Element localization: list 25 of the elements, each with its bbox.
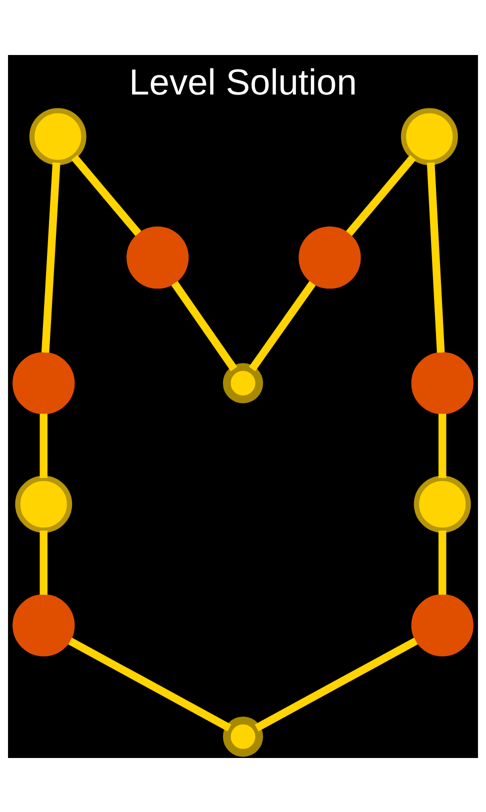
connector	[254, 637, 418, 731]
connector	[68, 637, 232, 731]
node-circle	[29, 108, 86, 165]
connector	[346, 154, 416, 236]
connector	[426, 162, 445, 352]
diagram-title: Level Solution	[129, 60, 357, 102]
node-circle	[126, 226, 189, 288]
node-circle	[298, 226, 361, 288]
node-circle	[400, 108, 458, 165]
node-circle	[222, 362, 264, 403]
node-circle	[414, 475, 471, 532]
node-circle	[222, 716, 264, 756]
node-circle	[15, 475, 72, 532]
connector	[248, 280, 316, 371]
node-circle	[411, 352, 474, 414]
connector	[438, 413, 446, 478]
connector	[71, 154, 142, 236]
connector	[40, 530, 48, 594]
node-circle	[12, 594, 75, 656]
connector	[438, 530, 446, 594]
connector	[171, 280, 238, 371]
node-circle	[12, 352, 75, 414]
connector	[41, 162, 60, 352]
connector	[40, 413, 48, 478]
node-circle	[411, 594, 474, 656]
